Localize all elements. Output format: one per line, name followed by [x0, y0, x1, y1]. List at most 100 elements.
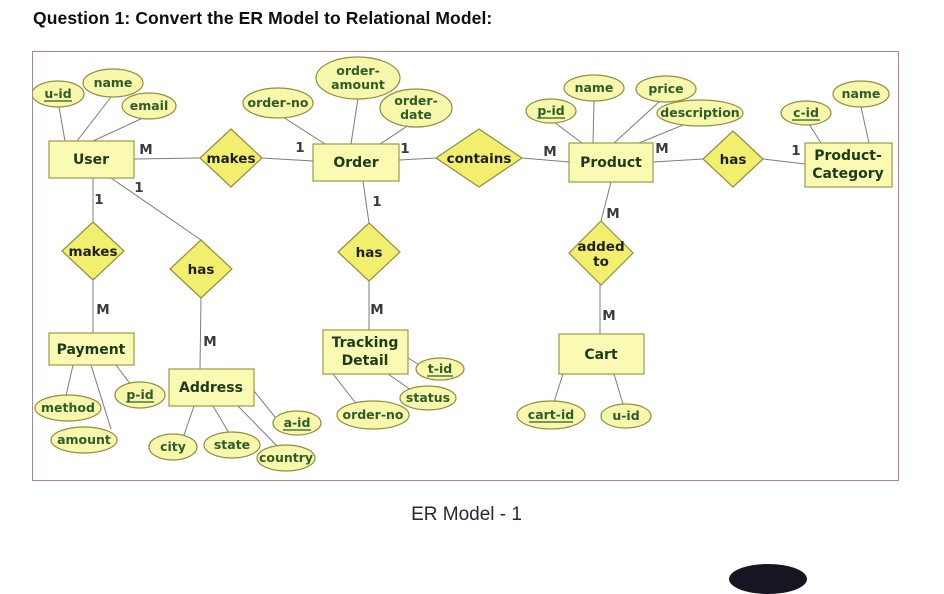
relationship-has-category: has	[702, 130, 764, 188]
entity-label: Payment	[57, 342, 126, 358]
entity-order: Order	[312, 143, 400, 182]
cardinality: M	[543, 144, 556, 160]
entity-label: Address	[179, 380, 243, 396]
cardinality: 1	[295, 140, 304, 156]
cardinality: M	[602, 308, 615, 324]
entity-label: Cart	[584, 347, 618, 363]
entity-product: Product	[568, 142, 654, 183]
relationship-label: makes	[69, 244, 118, 260]
attribute-address-country: country	[256, 444, 316, 472]
cardinality: M	[139, 142, 152, 158]
attribute-user-name: name	[82, 68, 144, 98]
attribute-label: p-id	[537, 103, 564, 118]
attribute-cart-id: cart-id	[516, 400, 586, 430]
relationship-makes-order: makes	[199, 128, 263, 188]
relationship-added-to: added to	[568, 220, 634, 286]
cardinality-labels: M 1 1 M M 1 1 1 M M 1 M M M	[94, 140, 800, 350]
attribute-label: order-no	[342, 407, 403, 422]
relationship-has-address: has	[169, 239, 233, 299]
cardinality: M	[655, 141, 668, 157]
cardinality: 1	[134, 180, 143, 196]
attribute-label: u-id	[612, 408, 639, 423]
attribute-tracking-tid: t-id	[415, 357, 465, 381]
relationship-label: has	[356, 245, 383, 261]
attribute-label: order-no	[247, 95, 308, 110]
attribute-product-description: description	[656, 99, 744, 127]
attribute-payment-pid: p-id	[114, 381, 166, 409]
attribute-label: order-	[336, 63, 380, 78]
logo-arc	[729, 564, 807, 594]
cardinality: 1	[372, 194, 381, 210]
er-diagram-frame: u-id name email order-no order- amount o…	[32, 51, 899, 481]
relationship-label: contains	[447, 151, 512, 167]
attribute-label: method	[41, 400, 95, 415]
attribute-payment-method: method	[34, 394, 102, 422]
entity-cart: Cart	[558, 333, 645, 375]
attribute-category-cid: c-id	[780, 100, 832, 126]
entity-label: Category	[812, 166, 884, 182]
relationship-label: makes	[207, 151, 256, 167]
attribute-payment-amount: amount	[50, 426, 118, 454]
attribute-label: cart-id	[528, 407, 574, 422]
entity-user: User	[48, 140, 135, 179]
page-title: Question 1: Convert the ER Model to Rela…	[33, 8, 493, 28]
attribute-label: order-	[394, 93, 438, 108]
attribute-tracking-status: status	[399, 385, 457, 411]
entity-address: Address	[168, 368, 255, 407]
relationship-makes-payment: makes	[61, 221, 125, 281]
entity-label: Order	[333, 155, 378, 171]
attribute-label: p-id	[126, 387, 153, 402]
attribute-label: city	[160, 439, 186, 454]
attribute-user-email: email	[121, 92, 177, 120]
attribute-category-name: name	[832, 80, 890, 108]
attribute-label: a-id	[284, 415, 311, 430]
attribute-label: state	[214, 437, 250, 452]
attribute-address-state: state	[203, 431, 261, 459]
attribute-label: t-id	[428, 361, 452, 376]
entity-product-category: Product- Category	[804, 142, 893, 188]
cardinality: M	[96, 302, 109, 318]
diagram-caption: ER Model - 1	[411, 504, 522, 525]
cardinality: M	[606, 206, 619, 222]
attribute-label: c-id	[793, 105, 819, 120]
entity-payment: Payment	[48, 332, 135, 366]
cardinality: 1	[791, 143, 800, 159]
attribute-product-pid: p-id	[525, 98, 577, 124]
attribute-tracking-order-no: order-no	[336, 400, 410, 430]
relationship-label: to	[593, 254, 609, 270]
attribute-product-price: price	[635, 75, 697, 103]
entity-label: Product-	[814, 148, 882, 164]
attribute-label: status	[406, 390, 450, 405]
cardinality: 1	[94, 192, 103, 208]
attribute-label: amount	[57, 432, 111, 447]
attribute-label: amount	[331, 77, 385, 92]
entity-tracking-detail: Tracking Detail	[322, 329, 409, 375]
attribute-label: u-id	[44, 86, 71, 101]
attribute-address-aid: a-id	[272, 410, 322, 436]
attribute-order-amount: order- amount	[315, 56, 401, 100]
attribute-label: country	[259, 450, 313, 465]
cardinality: M	[370, 302, 383, 318]
attribute-label: name	[94, 75, 133, 90]
cardinality: 1	[400, 141, 409, 157]
attribute-label: price	[648, 81, 683, 96]
relationship-label: has	[188, 262, 215, 278]
entity-label: Detail	[342, 353, 389, 369]
attribute-label: name	[575, 80, 614, 95]
attribute-label: name	[842, 86, 881, 101]
relationship-has-tracking: has	[337, 222, 401, 282]
cardinality: M	[203, 334, 216, 350]
relationship-label: has	[720, 152, 747, 168]
attribute-product-name: name	[563, 74, 625, 102]
attribute-order-date: order- date	[379, 88, 453, 128]
connector-lines	[58, 96, 870, 449]
attribute-order-no: order-no	[242, 87, 314, 119]
attribute-user-uid: u-id	[33, 80, 85, 108]
er-diagram: u-id name email order-no order- amount o…	[33, 56, 893, 472]
attribute-label: email	[130, 98, 169, 113]
relationship-label: added	[577, 239, 624, 255]
entity-label: Product	[580, 155, 642, 171]
attribute-label: description	[660, 105, 739, 120]
relationship-contains: contains	[434, 128, 524, 188]
entity-label: Tracking	[332, 335, 399, 351]
